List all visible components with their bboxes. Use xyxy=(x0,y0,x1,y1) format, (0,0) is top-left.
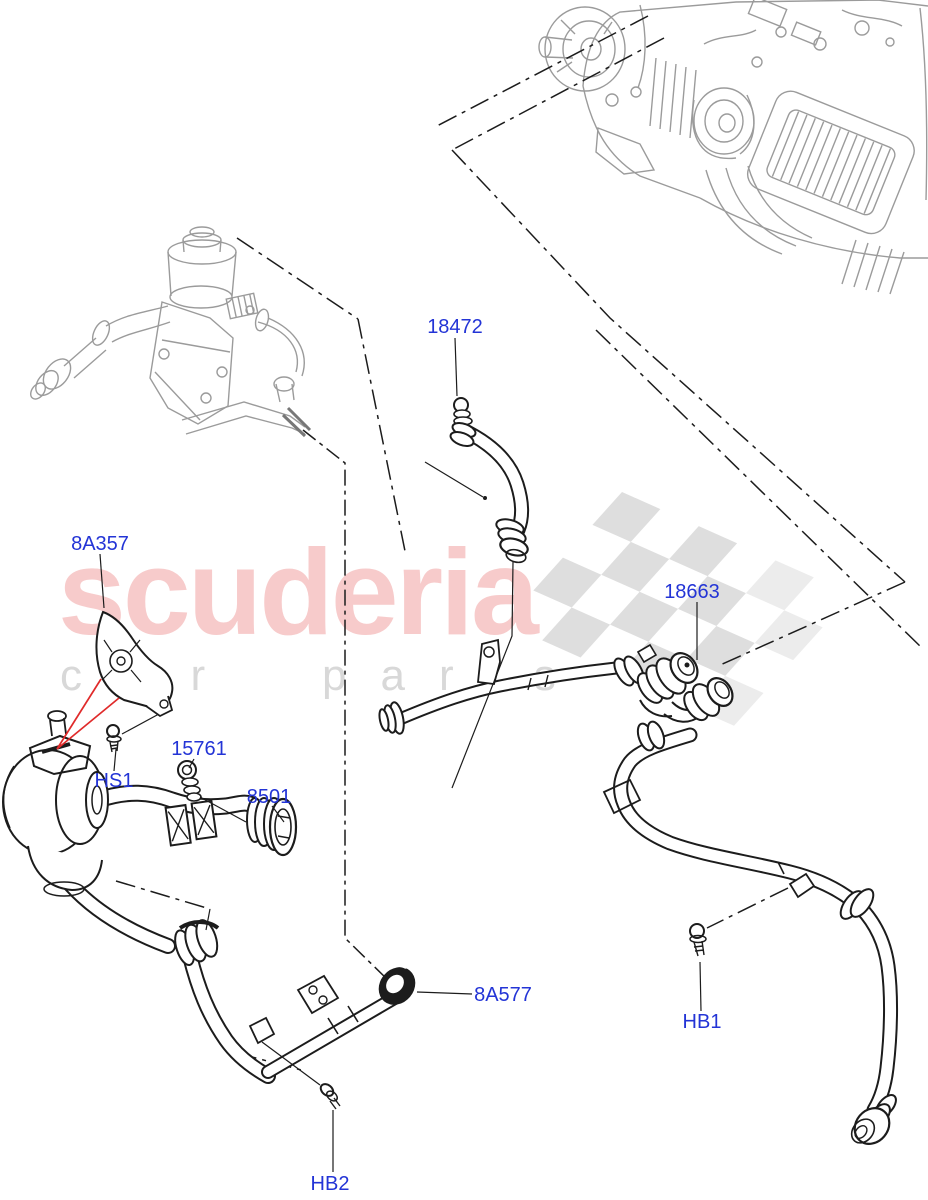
aux-pump-assembly-ghost xyxy=(30,226,312,438)
leader-lines xyxy=(99,337,702,1172)
part-label-8a357[interactable]: 8A357 xyxy=(71,533,129,555)
screw-hs1 xyxy=(106,724,122,753)
watermark-subtext-word2: parts xyxy=(322,651,590,700)
part-label-8a577[interactable]: 8A577 xyxy=(474,984,532,1006)
fitting-15761 xyxy=(177,760,247,823)
junction-connectors-18663 xyxy=(613,643,734,752)
red-callout-lines xyxy=(56,678,120,750)
part-label-hs1[interactable]: HS1 xyxy=(94,770,134,792)
lower-hose-8a577 xyxy=(174,919,416,1110)
watermark-checkered-flag xyxy=(533,491,823,726)
part-label-18472[interactable]: 18472 xyxy=(427,316,483,338)
hvac-heater-unit-ghost xyxy=(538,0,928,295)
bolt-hb2 xyxy=(319,1083,341,1110)
coolant-pump-assembly xyxy=(2,707,298,954)
part-label-hb1[interactable]: HB1 xyxy=(682,1011,722,1033)
bracket-8a357 xyxy=(95,610,174,718)
watermark-brand: scuderia xyxy=(58,524,540,660)
watermark: scuderia car parts xyxy=(58,491,823,726)
part-label-hb2[interactable]: HB2 xyxy=(310,1173,350,1195)
hose-18472 xyxy=(449,397,530,564)
part-label-8501[interactable]: 8501 xyxy=(246,786,292,808)
part-label-18663[interactable]: 18663 xyxy=(664,581,720,603)
main-hose-assembly-18663 xyxy=(378,638,899,1145)
aux-pump-leader-line xyxy=(302,429,392,984)
part-label-15761[interactable]: 15761 xyxy=(171,738,227,760)
phantom-lines xyxy=(115,15,923,1072)
bolt-hb1 xyxy=(689,923,707,957)
